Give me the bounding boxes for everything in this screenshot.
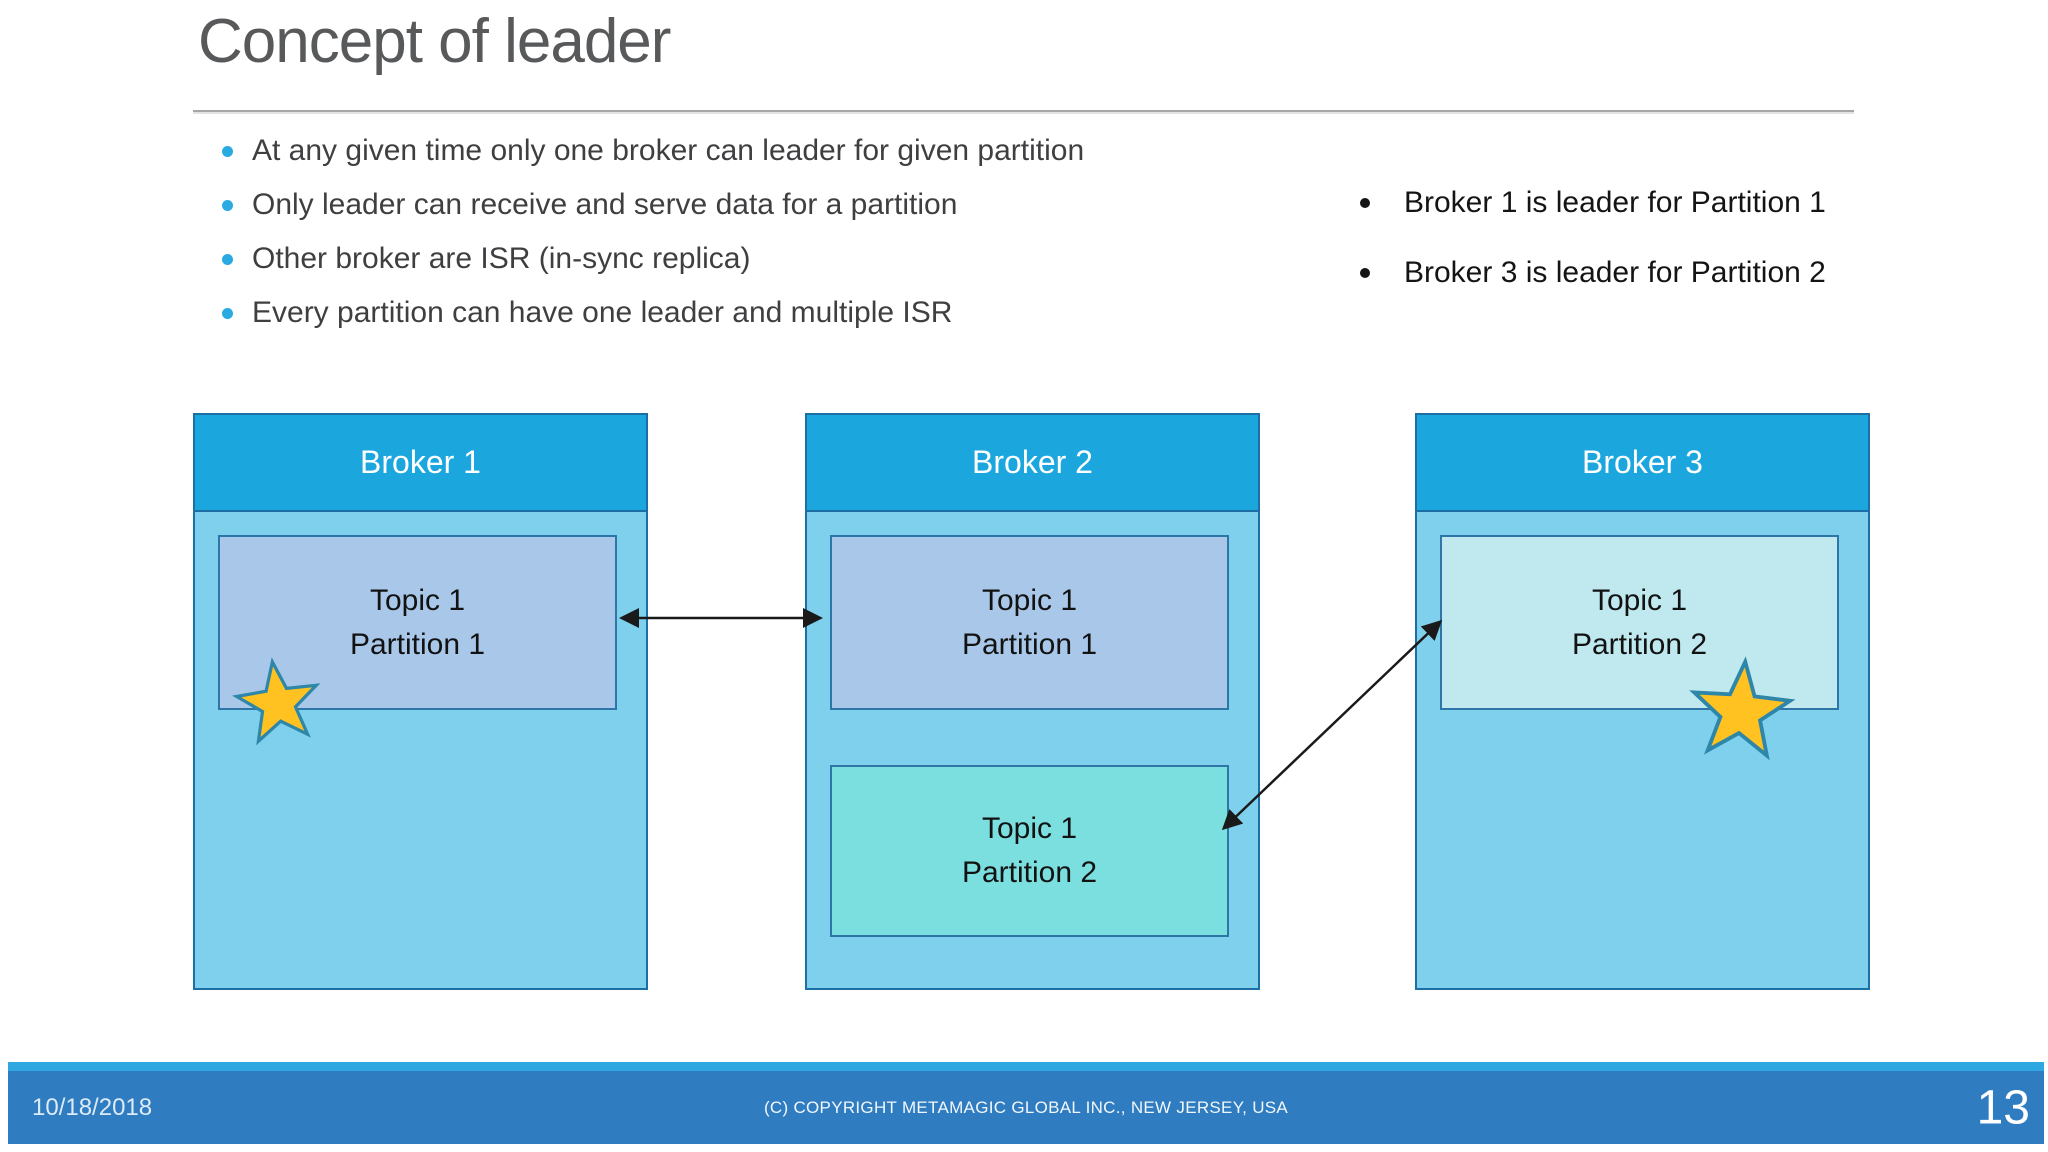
broker-header: Broker 1 [195, 415, 646, 512]
partition-box-broker3-topic1-partition2: Topic 1 Partition 2 [1440, 535, 1839, 710]
bullet-list-left: At any given time only one broker can le… [222, 124, 1084, 340]
partition-name: Partition 2 [961, 856, 1098, 889]
bullet-item: Only leader can receive and serve data f… [222, 178, 1084, 232]
partition-name: Partition 1 [961, 627, 1098, 661]
partition-topic: Topic 1 [981, 583, 1078, 617]
bullet-item: Broker 1 is leader for Partition 1 [1360, 168, 1826, 238]
bullet-item: Other broker are ISR (in-sync replica) [222, 232, 1084, 286]
bullet-dot-icon [222, 199, 233, 211]
partition-box-broker2-topic1-partition2: Topic 1 Partition 2 [830, 765, 1229, 937]
bullet-item: At any given time only one broker can le… [222, 124, 1084, 178]
footer-bar: 10/18/2018 (C) COPYRIGHT METAMAGIC GLOBA… [8, 1071, 2044, 1144]
bullet-text: Only leader can receive and serve data f… [252, 188, 958, 221]
bullet-text: At any given time only one broker can le… [252, 134, 1085, 167]
partition-topic: Topic 1 [369, 583, 466, 617]
footer-copyright: (C) COPYRIGHT METAMAGIC GLOBAL INC., NEW… [763, 1097, 1289, 1117]
bullet-item: Broker 3 is leader for Partition 2 [1360, 238, 1826, 308]
partition-box-broker1-topic1-partition1: Topic 1 Partition 1 [218, 535, 617, 710]
footer-accent-strip [8, 1062, 2044, 1071]
partition-topic: Topic 1 [1591, 583, 1688, 617]
partition-topic: Topic 1 [981, 812, 1078, 845]
title-divider [193, 110, 1854, 112]
bullet-text: Broker 3 is leader for Partition 2 [1404, 256, 1826, 289]
partition-name: Partition 2 [1571, 627, 1708, 661]
broker-box-1: Broker 1 Topic 1 Partition 1 [193, 413, 648, 990]
partition-box-broker2-topic1-partition1: Topic 1 Partition 1 [830, 535, 1229, 710]
broker-box-3: Broker 3 Topic 1 Partition 2 [1415, 413, 1870, 990]
broker-header: Broker 3 [1417, 415, 1868, 512]
bullet-item: Every partition can have one leader and … [222, 286, 1084, 340]
bullet-dot-icon [222, 145, 233, 157]
broker-box-2: Broker 2 Topic 1 Partition 1 Topic 1 Par… [805, 413, 1260, 990]
bullet-text: Broker 1 is leader for Partition 1 [1404, 186, 1826, 219]
slide-footer: 10/18/2018 (C) COPYRIGHT METAMAGIC GLOBA… [8, 1062, 2044, 1144]
bullet-dot-icon [222, 307, 233, 319]
page-number: 13 [1976, 1081, 2030, 1134]
bullet-dot-icon [1360, 198, 1370, 208]
bullet-dot-icon [1360, 268, 1370, 278]
partition-name: Partition 1 [349, 627, 486, 661]
bullet-text: Every partition can have one leader and … [252, 296, 953, 329]
bullet-dot-icon [222, 253, 233, 265]
bullet-list-right: Broker 1 is leader for Partition 1 Broke… [1360, 168, 1826, 308]
page-title: Concept of leader [198, 7, 671, 76]
footer-date: 10/18/2018 [32, 1093, 153, 1121]
broker-header: Broker 2 [807, 415, 1258, 512]
bullet-text: Other broker are ISR (in-sync replica) [252, 242, 751, 275]
